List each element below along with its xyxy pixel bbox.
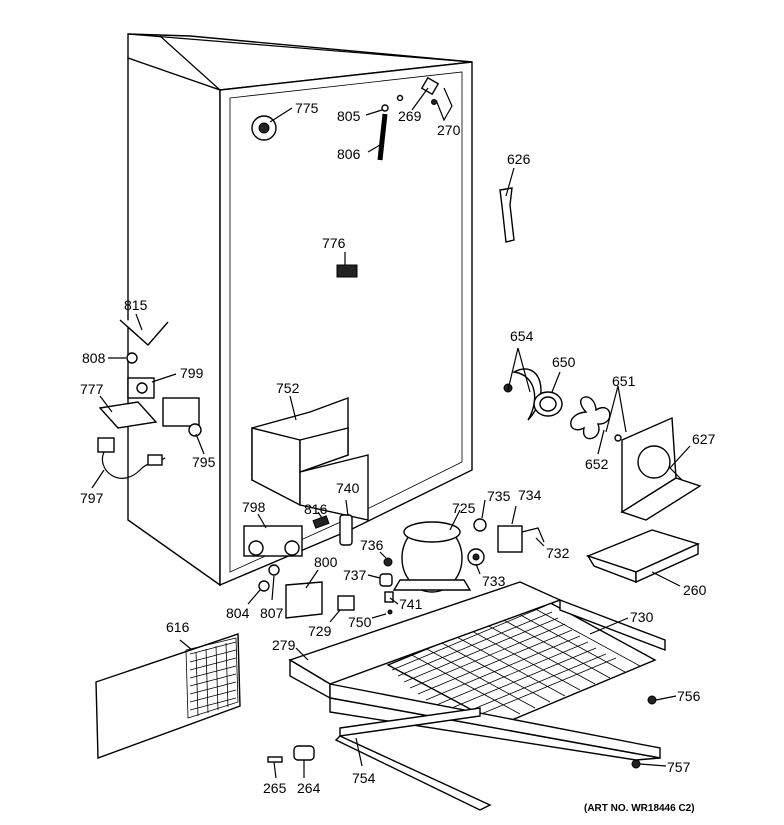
part-799-valve: [127, 377, 155, 399]
part-733-grommet: [467, 548, 485, 566]
label-808: 808: [82, 350, 106, 366]
part-737-grommet: [379, 573, 393, 587]
part-627-fan-bracket: [614, 416, 702, 521]
part-264-spacer: [293, 745, 315, 761]
label-807: 807: [260, 605, 284, 621]
part-741-pin: [384, 591, 394, 603]
label-265: 265: [263, 780, 287, 796]
label-654: 654: [510, 328, 534, 344]
label-750: 750: [348, 614, 372, 630]
part-808-nut: [126, 352, 138, 364]
part-725-compressor: [392, 521, 472, 593]
label-816: 816: [304, 501, 328, 517]
callout-labels: 775 805 269 270 806 626 776 815 808 799 …: [80, 100, 716, 814]
part-752-air-duct: [251, 396, 369, 521]
part-740-bracket: [339, 514, 353, 546]
part-815-tube: [119, 319, 169, 346]
label-730: 730: [630, 609, 654, 625]
label-627: 627: [692, 431, 716, 447]
label-806: 806: [337, 146, 361, 162]
label-777: 777: [80, 381, 104, 397]
label-733: 733: [482, 573, 506, 589]
label-752: 752: [276, 380, 300, 396]
label-800: 800: [314, 554, 338, 570]
label-616: 616: [166, 619, 190, 635]
part-650-fan-motor: [533, 391, 563, 417]
part-616-cover: [95, 633, 241, 759]
part-804-nut: [258, 580, 270, 592]
part-776-damper: [336, 264, 358, 278]
part-750-screw: [387, 609, 393, 615]
part-654-shroud: [503, 368, 542, 421]
label-804: 804: [226, 605, 250, 621]
part-798-valve: [243, 525, 303, 557]
part-735-grommet: [473, 518, 487, 532]
part-795-valve: [162, 397, 202, 437]
part-269-270-clip: [396, 76, 440, 105]
label-776: 776: [322, 235, 346, 251]
part-805-806-tube: [377, 104, 389, 161]
label-754: 754: [352, 770, 376, 786]
label-652: 652: [585, 456, 609, 472]
part-816-spring: [312, 515, 330, 529]
art-number: (ART NO. WR18446 C2): [584, 803, 695, 814]
part-729-capacitor: [337, 595, 355, 611]
part-775-grommet: [251, 115, 277, 141]
label-799: 799: [180, 365, 204, 381]
label-270: 270: [437, 122, 461, 138]
label-269: 269: [398, 108, 422, 124]
part-777-bracket: [98, 401, 158, 429]
label-757: 757: [667, 759, 691, 775]
part-279-base: [288, 581, 666, 761]
part-797-harness: [97, 437, 166, 479]
label-650: 650: [552, 354, 576, 370]
part-736-grommet: [383, 557, 393, 567]
label-735: 735: [487, 488, 511, 504]
label-756: 756: [677, 688, 701, 704]
part-651-fan-blade: [570, 396, 611, 440]
label-725: 725: [452, 500, 476, 516]
label-264: 264: [297, 780, 321, 796]
label-260: 260: [683, 582, 707, 598]
part-807-nut: [268, 564, 280, 576]
label-737: 737: [343, 567, 367, 583]
label-775: 775: [295, 100, 319, 116]
label-805: 805: [337, 108, 361, 124]
label-732: 732: [546, 545, 570, 561]
part-734-relay: [497, 525, 545, 553]
label-795: 795: [192, 454, 216, 470]
label-651: 651: [612, 373, 636, 389]
label-797: 797: [80, 490, 104, 506]
leader-lines: [91, 87, 691, 779]
part-265-screw: [267, 756, 283, 763]
label-741: 741: [399, 596, 423, 612]
label-740: 740: [336, 480, 360, 496]
label-729: 729: [308, 623, 332, 639]
label-734: 734: [518, 487, 542, 503]
part-757-screw: [631, 759, 641, 769]
part-756-screw: [647, 695, 657, 705]
part-260-drain-pan: [585, 529, 700, 584]
label-798: 798: [242, 499, 266, 515]
part-754-rail: [334, 707, 492, 811]
part-626-thermistor: [499, 187, 515, 243]
label-736: 736: [360, 537, 384, 553]
label-815: 815: [124, 297, 148, 313]
label-279: 279: [272, 637, 296, 653]
part-800-bracket: [285, 581, 323, 619]
label-626: 626: [507, 151, 531, 167]
